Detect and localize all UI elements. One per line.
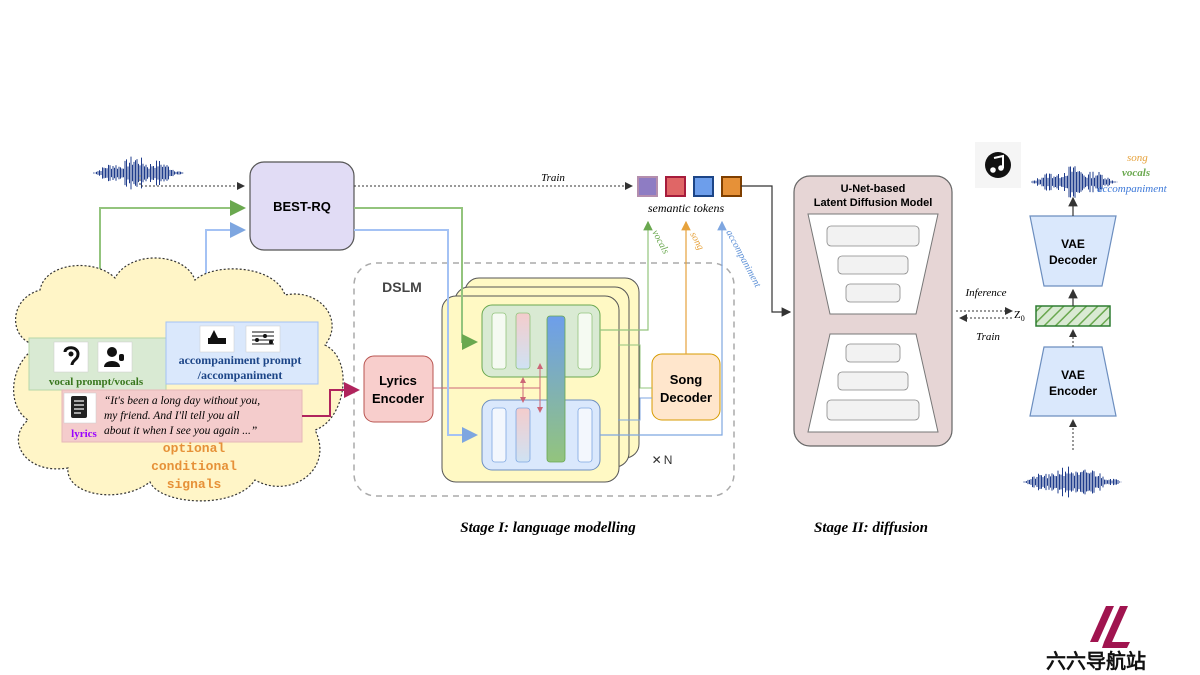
token-song [665,176,686,197]
semantic-tokens: semantic tokens [637,176,742,215]
train-label-right: Train [976,331,1000,343]
acc-prompt-label-1: accompaniment prompt [179,353,302,367]
song-decoder-box: Song Decoder [651,353,721,421]
logo-icon [1090,606,1130,648]
music-note-icon [975,142,1021,188]
lyrics-label: lyrics [71,428,97,440]
token-extra [721,176,742,197]
inference-label: Inference [964,287,1006,299]
waveform-trace [1023,466,1122,498]
dslm-top-block [481,304,601,378]
best-rq-box: BEST-RQ [249,161,355,251]
optional-label-2: conditional [151,459,237,474]
times-n-value: N [664,453,673,467]
waveform-to-bestrq-arrow [139,175,245,190]
vae-decoder-label-2: Decoder [1049,253,1097,267]
best-rq-label: BEST-RQ [273,199,331,214]
lyrics-to-encoder-arrow [302,382,360,417]
stream-label-vocals: vocals [649,228,671,256]
stage1-caption: Stage I: language modelling [460,520,636,536]
vae-encoder-label-2: Encoder [1049,384,1097,398]
output-label-accompaniment: accompaniment [1097,183,1168,195]
acc-prompt-label-2: /accompaniment [197,368,283,382]
waveform-trace [1031,166,1118,198]
song-decoder-label-2: Decoder [660,390,712,405]
train-label-top: Train [541,172,565,184]
stream-label-accompaniment: accompaniment [723,228,763,289]
lyric-line-1: “It's been a long day without you, [104,395,260,407]
semantic-tokens-label: semantic tokens [648,201,725,215]
dslm-shared-bar [546,315,566,463]
lyric-line-2: my friend. And I'll tell you all [104,410,239,422]
z0-label: Z0 [1014,309,1025,323]
accompaniment-prompt-panel: accompaniment prompt /accompaniment [165,321,319,385]
lyrics-sheet-icon [71,396,87,418]
optional-label-1: optional [163,441,226,456]
times-icon: ✕ [652,453,662,467]
unet-label-2: Latent Diffusion Model [814,197,933,209]
bestrq-to-bottom-block-arrow [354,229,478,443]
output-label-song: song [1127,152,1148,164]
token-accompaniment [693,176,714,197]
optional-label-3: signals [167,477,222,492]
lyrics-encoder-label-1: Lyrics [379,373,417,388]
accompaniment-output-arrow [600,220,727,436]
stream-label-song: song [687,230,706,252]
latent-z0-bar [1035,305,1111,327]
vae-encoder-label-1: VAE [1061,368,1085,382]
bestrq-to-top-block-arrow [354,207,478,350]
vae-decoder-box: VAE Decoder [1029,215,1117,287]
waveform-trace [93,156,184,190]
vocals-output-arrow [600,220,653,331]
lyrics-encoder-box: Lyrics Encoder [363,355,434,423]
piano-icon [208,330,226,344]
waveform-icon [93,156,184,190]
waveform-icon [1023,466,1122,498]
waveform-icon [1031,166,1118,198]
dslm-bottom-block [481,399,601,471]
vocal-prompt-label: vocal prompt/vocals [49,376,144,388]
bottom-to-song-decoder-line [618,397,652,421]
dslm-container [353,262,735,497]
output-label-vocals: vocals [1122,167,1150,179]
lyrics-panel: lyrics “It's been a long day without you… [61,389,303,443]
singer-icon [104,347,124,367]
z0-main: Z [1014,309,1021,321]
unet-label-1: U-Net-based [841,183,906,195]
stage2-caption: Stage II: diffusion [814,520,928,536]
token-vocals [637,176,658,197]
vae-decoder-label-1: VAE [1061,237,1085,251]
ear-icon [63,346,80,366]
lyrics-encoder-label-2: Encoder [372,391,424,406]
unet-ldm-box: U-Net-based Latent Diffusion Model [793,175,953,447]
lyric-line-3: about it when I see you again ...” [104,425,257,437]
sheet-music-icon [252,331,274,345]
vocal-prompt-panel: vocal prompt/vocals [28,337,167,391]
dslm-label: DSLM [382,279,422,295]
z0-sub: 0 [1021,314,1025,323]
vae-encoder-box: VAE Encoder [1029,346,1117,417]
top-to-song-decoder-line [618,344,652,389]
watermark-text: 六六导航站 [1046,649,1146,673]
tokens-to-unet-arrow [741,185,792,317]
song-decoder-label-1: Song [670,372,703,387]
times-n-label: ✕N [652,453,673,467]
